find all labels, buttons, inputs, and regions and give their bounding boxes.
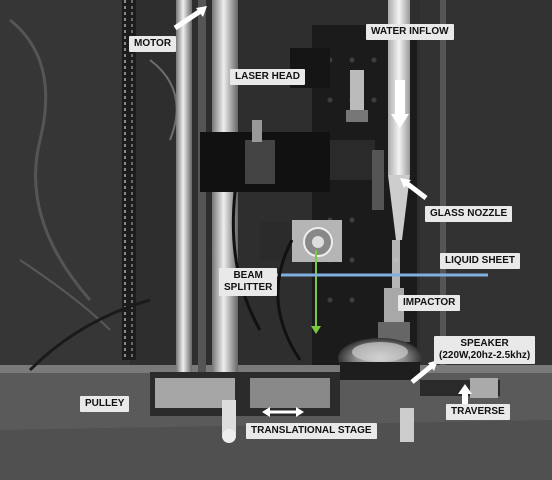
label-beam-splitter-line2: SPLITTER <box>224 282 273 293</box>
glass-nozzle <box>388 175 410 240</box>
label-motor: MOTOR <box>129 36 177 52</box>
label-pulley: PULLEY <box>80 396 130 412</box>
label-laser-head: LASER HEAD <box>230 69 306 85</box>
label-liquid-sheet: LIQUID SHEET <box>440 253 521 269</box>
label-impactor: IMPACTOR <box>398 295 461 311</box>
label-water-inflow: WATER INFLOW <box>366 24 454 40</box>
support-rod-left <box>176 0 192 390</box>
label-speaker-line1: SPEAKER <box>460 338 509 349</box>
pulley-chain <box>122 0 136 360</box>
label-traverse: TRAVERSE <box>446 404 510 420</box>
label-speaker-line2: (220W,20hz-2.5khz) <box>439 350 531 361</box>
label-beam-splitter-line1: BEAM <box>233 270 263 281</box>
label-translational-stage: TRANSLATIONAL STAGE <box>246 423 377 439</box>
label-speaker: SPEAKER (220W,20hz-2.5khz) <box>434 336 536 364</box>
label-beam-splitter: BEAM SPLITTER <box>219 268 278 296</box>
annotation-arrows <box>173 6 472 417</box>
label-glass-nozzle: GLASS NOZZLE <box>425 206 513 222</box>
